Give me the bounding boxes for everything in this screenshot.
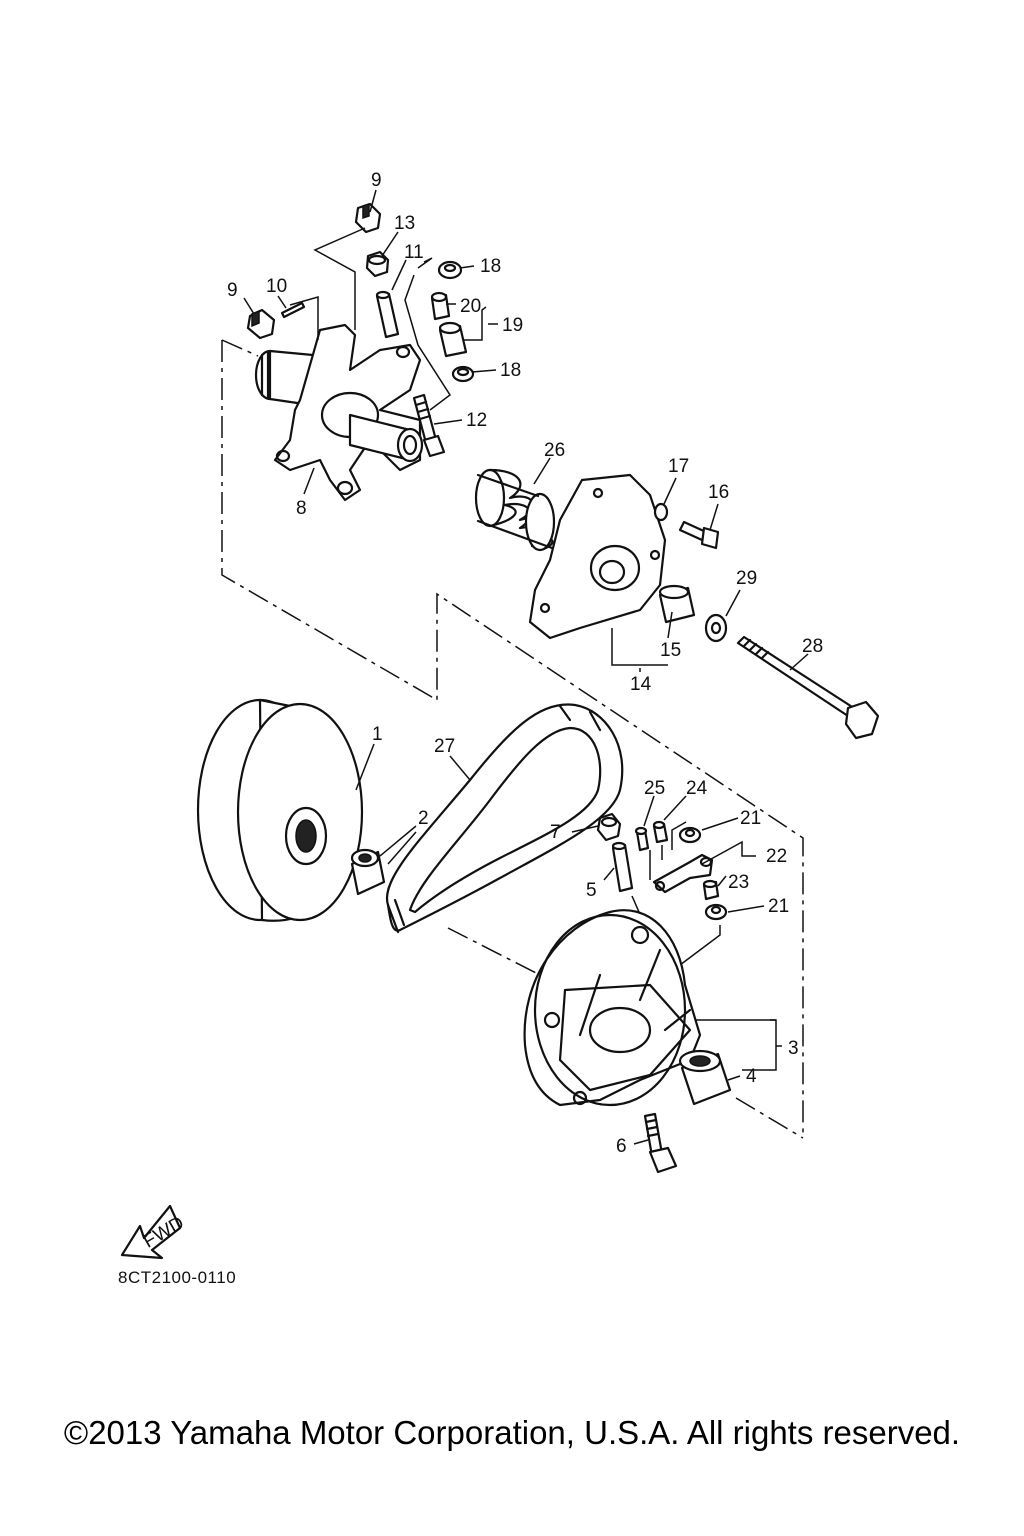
callout-28: 28 — [802, 636, 823, 657]
callout-labels: 9 13 11 9 10 18 20 19 18 12 8 26 17 16 2… — [227, 170, 823, 1157]
callout-21-bottom: 21 — [768, 896, 789, 917]
pin-25 — [634, 826, 650, 852]
callout-19: 19 — [502, 315, 523, 336]
callout-18-bottom: 18 — [500, 360, 521, 381]
callout-14: 14 — [630, 674, 652, 695]
sheave-bushing — [350, 848, 386, 896]
cam-arm — [652, 853, 714, 894]
weight-block-top — [354, 202, 382, 234]
forward-arrow-icon: FWD — [120, 1204, 188, 1260]
roller-23 — [702, 879, 720, 901]
callout-12: 12 — [466, 410, 487, 431]
callout-5: 5 — [586, 880, 597, 901]
pin-24 — [652, 820, 669, 844]
callout-25: 25 — [644, 778, 665, 799]
callout-2: 2 — [418, 808, 429, 829]
nut-small — [596, 812, 622, 842]
callout-22: 22 — [766, 846, 787, 867]
callout-8: 8 — [296, 498, 307, 519]
callout-13: 13 — [394, 213, 415, 234]
callout-17: 17 — [668, 456, 689, 477]
washer-21-bottom — [704, 903, 728, 921]
washer-bottom — [451, 365, 475, 383]
assembly-reference-lines — [221, 339, 804, 1139]
sheave-collar — [678, 1049, 732, 1106]
spider-hub — [254, 323, 424, 502]
callout-1: 1 — [372, 724, 383, 745]
collar-bushing — [658, 584, 696, 624]
bushing-small — [430, 291, 451, 321]
cover-brackets — [611, 628, 668, 672]
callout-9-left: 9 — [227, 280, 238, 301]
callout-10: 10 — [266, 276, 287, 297]
callout-20: 20 — [460, 296, 481, 317]
copyright-notice: ©2013 Yamaha Motor Corporation, U.S.A. A… — [63, 1414, 961, 1451]
callout-23: 23 — [728, 872, 749, 893]
small-washer — [653, 502, 669, 522]
bolt-spider — [412, 393, 446, 458]
nut — [365, 250, 390, 278]
drive-belt — [385, 703, 624, 934]
long-bolt — [736, 635, 880, 740]
callout-18-top: 18 — [480, 256, 501, 277]
cam-cover — [528, 473, 667, 640]
callout-27: 27 — [434, 736, 455, 757]
spring — [474, 468, 556, 552]
callout-3: 3 — [788, 1038, 799, 1059]
weight-block-left — [246, 308, 276, 340]
callout-7: 7 — [550, 822, 561, 843]
movable-sheave — [523, 909, 702, 1107]
roller — [438, 321, 468, 358]
callout-29: 29 — [736, 568, 757, 589]
shaft-pin — [375, 290, 400, 339]
washer-21-top — [678, 826, 702, 844]
sheave-bolt — [643, 1112, 678, 1174]
pin — [280, 301, 306, 319]
thrust-washer — [704, 613, 728, 643]
bolt-cover — [678, 520, 720, 550]
callout-24: 24 — [686, 778, 708, 799]
callout-leaders — [243, 189, 809, 1145]
washer-top — [437, 260, 463, 280]
diagram-code: 8CT2100-0110 — [118, 1268, 237, 1287]
callout-16: 16 — [708, 482, 729, 503]
callout-26: 26 — [544, 440, 565, 461]
callout-11: 11 — [404, 242, 424, 263]
callout-21-top: 21 — [740, 808, 761, 829]
top-bracket-lines — [289, 227, 452, 411]
callout-6: 6 — [616, 1136, 627, 1157]
callout-15: 15 — [660, 640, 681, 661]
fixed-sheave — [196, 698, 364, 922]
callout-4: 4 — [746, 1066, 757, 1087]
callout-9-top: 9 — [371, 170, 382, 191]
shaft — [611, 841, 634, 893]
